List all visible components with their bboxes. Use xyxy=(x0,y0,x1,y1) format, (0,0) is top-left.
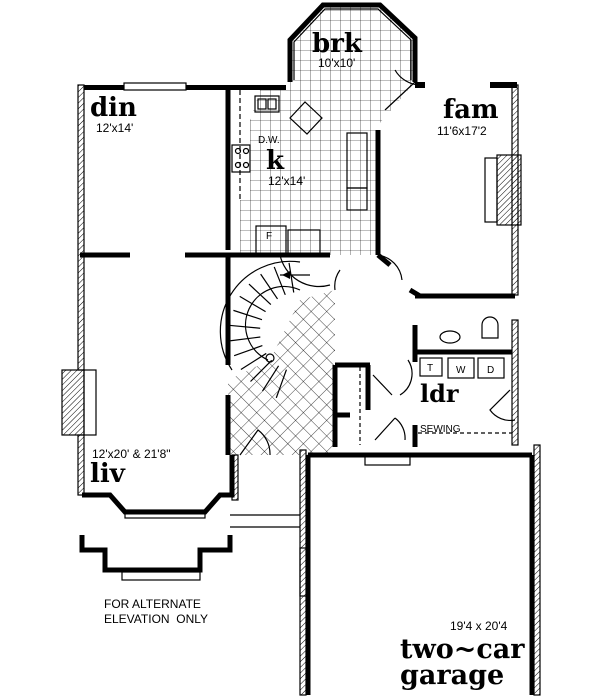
garage-size: 19'4 x 20'4 xyxy=(450,619,508,633)
stair-tread xyxy=(248,283,272,306)
alternate-elevation-bay xyxy=(79,535,233,581)
stair-tread xyxy=(239,295,266,313)
alternate-note-line1: FOR ALTERNATE xyxy=(104,597,201,611)
exterior-walls xyxy=(61,82,522,519)
family-size: 11'6x17'2 xyxy=(437,124,487,138)
garage-walls xyxy=(299,444,541,696)
washer-label: W xyxy=(456,365,466,376)
stair-tread xyxy=(250,359,273,382)
stair-tread xyxy=(273,266,286,296)
stair-tread xyxy=(240,352,267,371)
stair-tread xyxy=(230,336,261,342)
sewing-label: SEWING xyxy=(420,424,461,435)
fridge xyxy=(255,225,287,255)
stair-tread xyxy=(260,273,279,300)
kitchen-size: 12'x14' xyxy=(268,174,305,188)
interior-walls xyxy=(80,90,516,455)
dishwasher-label: D.W. xyxy=(258,135,280,146)
kitchen-label: k xyxy=(266,146,285,176)
tub-label: T xyxy=(427,363,433,374)
breakfast-size: 10'x10' xyxy=(318,56,355,70)
stair-tread xyxy=(230,324,261,329)
stove xyxy=(231,144,251,173)
garage-label-line2: garage xyxy=(400,660,504,691)
kitchen-tile-floor xyxy=(240,5,415,255)
stair-tread xyxy=(288,262,295,293)
dining-label: din xyxy=(90,93,137,123)
breakfast-label: brk xyxy=(312,29,363,59)
laundry-label: ldr xyxy=(420,379,459,408)
alternate-note-line2: ELEVATION ONLY xyxy=(104,612,208,626)
family-label: fam xyxy=(443,95,499,125)
entry-porch xyxy=(230,429,300,528)
staircase xyxy=(219,260,310,399)
dining-size: 12'x14' xyxy=(96,121,133,135)
sink xyxy=(254,95,280,113)
living-label: liv xyxy=(90,459,126,489)
bath-sink xyxy=(439,330,461,344)
living-size: 12'x20' & 21'8" xyxy=(92,447,171,461)
kitchen-fixtures: D.W. F xyxy=(231,90,368,255)
laundry-fixtures: T W D xyxy=(419,316,505,379)
garage-label-line1: two~car xyxy=(400,634,525,665)
stair-tread xyxy=(233,344,263,357)
stair-tread xyxy=(261,365,280,392)
stair-tread xyxy=(275,369,288,399)
dryer-label: D xyxy=(487,365,494,376)
stair-tread xyxy=(233,309,263,321)
fridge-label: F xyxy=(266,231,272,242)
toilet xyxy=(481,316,499,339)
foyer-tile-floor xyxy=(228,290,335,455)
